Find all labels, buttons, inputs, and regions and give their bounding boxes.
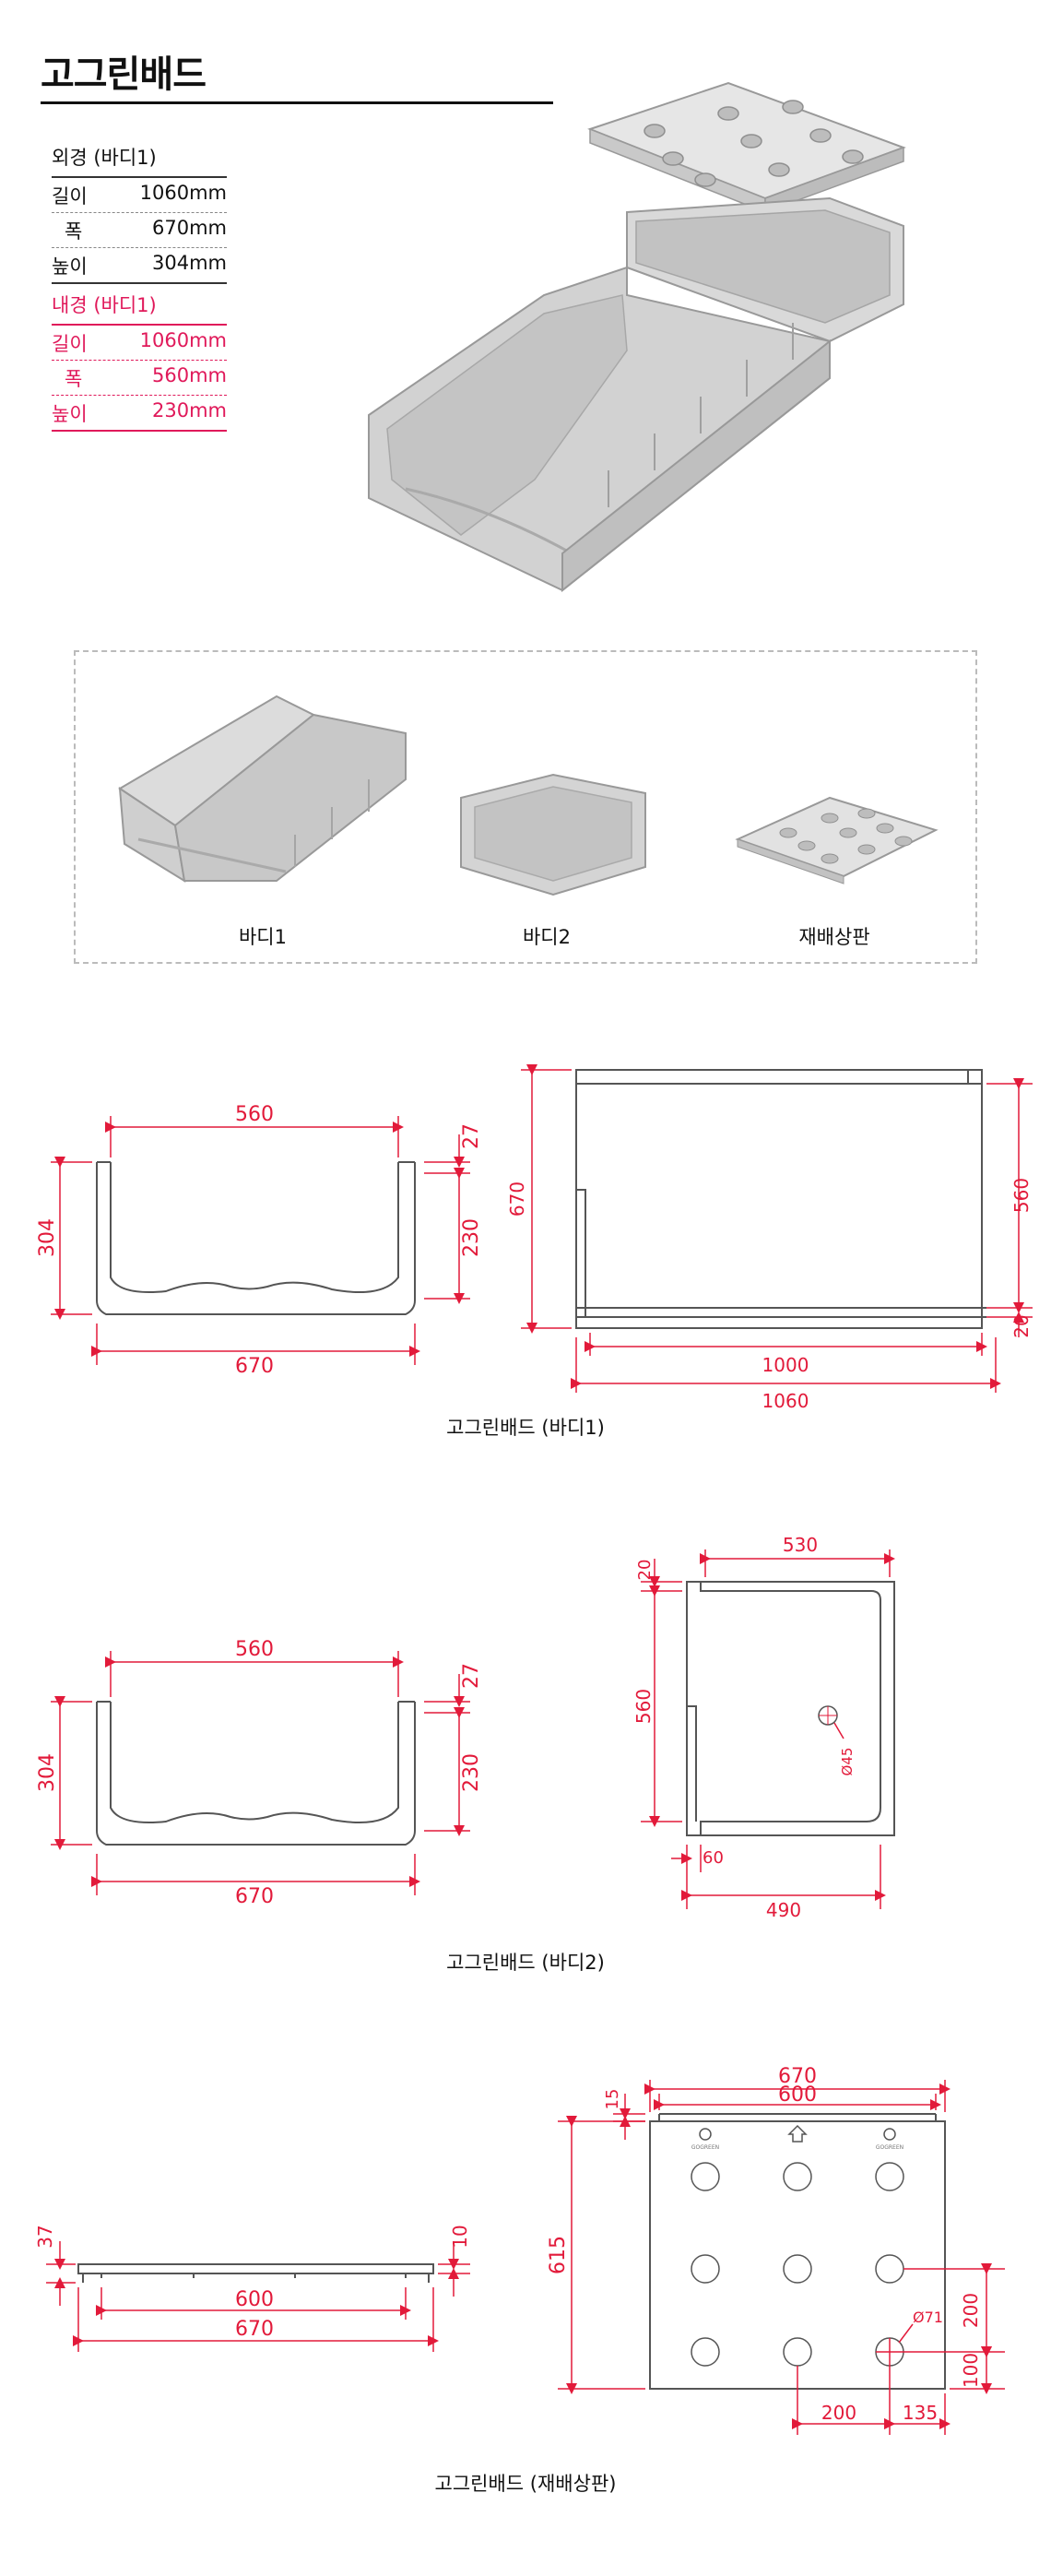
dim-outer-width: 670 bbox=[235, 1885, 274, 1908]
dim-lip: 10 bbox=[449, 2225, 471, 2248]
dim-outer: 670 bbox=[778, 2065, 817, 2088]
dim-offset: 20 bbox=[1010, 1314, 1033, 1337]
dim-top: 20 bbox=[635, 1560, 655, 1581]
dim-outer-width: 670 bbox=[235, 1355, 274, 1378]
part-label-body1: 바디1 bbox=[238, 926, 287, 948]
title-rule bbox=[41, 101, 553, 104]
dim-width: 670 bbox=[507, 1181, 528, 1217]
cover-caption: 고그린배드 (재배상판) bbox=[434, 2473, 617, 2495]
dim-rim: 27 bbox=[460, 1123, 483, 1149]
dim-hole: Ø71 bbox=[913, 2309, 943, 2326]
dim-hole: Ø45 bbox=[839, 1748, 856, 1776]
dim-length: 1060 bbox=[762, 1390, 809, 1412]
dim-inner: 600 bbox=[778, 2083, 817, 2107]
dim-width: 530 bbox=[783, 1534, 818, 1556]
dim-inner-height: 230 bbox=[460, 1753, 483, 1792]
part-body2-illustration bbox=[460, 773, 646, 896]
parts-overview-box bbox=[74, 650, 977, 964]
dim-side: 560 bbox=[632, 1689, 655, 1724]
dim-length-inner: 1000 bbox=[762, 1354, 809, 1376]
dim-inner-width: 560 bbox=[1010, 1178, 1033, 1213]
body1-section-drawing: 560 670 304 230 27 bbox=[36, 1103, 483, 1378]
dim-bottom: 490 bbox=[766, 1899, 801, 1918]
dim-length: 615 bbox=[547, 2236, 570, 2274]
page-title: 고그린배드 bbox=[41, 53, 207, 96]
body1-caption: 고그린배드 (바디1) bbox=[446, 1417, 605, 1439]
part-label-cover: 재배상판 bbox=[798, 926, 870, 948]
dim-spacing-v: 200 bbox=[960, 2293, 982, 2328]
dim-top: 15 bbox=[603, 2089, 622, 2110]
part-body1-illustration bbox=[118, 694, 407, 884]
dim-edge-h: 135 bbox=[903, 2402, 938, 2424]
logo-left: GOGREEN bbox=[691, 2144, 719, 2151]
part-cover-illustration bbox=[735, 796, 939, 884]
body2-section-drawing: 560 670 304 230 27 bbox=[36, 1638, 483, 1908]
dim-height: 304 bbox=[36, 1218, 59, 1257]
dim-inner-height: 230 bbox=[460, 1218, 483, 1257]
cover-plan-drawing: GOGREEN GOGREEN 670 600 15 615 200 100 2… bbox=[547, 2065, 1005, 2435]
dim-flange: 60 bbox=[703, 1848, 724, 1868]
logo-right: GOGREEN bbox=[876, 2144, 903, 2151]
body1-plan-drawing: 670 560 20 1000 1060 bbox=[507, 1064, 1033, 1412]
dim-inner-width: 560 bbox=[235, 1103, 274, 1126]
dim-spacing-h: 200 bbox=[821, 2402, 856, 2424]
inner-spec-heading: 내경 (바디1) bbox=[52, 291, 227, 326]
hero-bed-illustration bbox=[368, 81, 906, 593]
dim-inner-width: 560 bbox=[235, 1638, 274, 1661]
outer-spec-heading: 외경 (바디1) bbox=[52, 143, 227, 178]
part-label-body2: 바디2 bbox=[522, 926, 571, 948]
dim-outer: 670 bbox=[235, 2318, 274, 2341]
dim-height: 304 bbox=[36, 1753, 59, 1792]
cover-section-drawing: 37 10 600 670 bbox=[34, 2225, 471, 2352]
body2-plan-drawing: 530 20 560 Ø45 60 490 bbox=[632, 1534, 895, 1918]
dim-inner: 600 bbox=[235, 2288, 274, 2311]
body2-caption: 고그린배드 (바디2) bbox=[446, 1952, 605, 1974]
dim-height: 37 bbox=[34, 2225, 56, 2248]
dim-rim: 27 bbox=[460, 1663, 483, 1689]
dim-edge-v: 100 bbox=[960, 2353, 982, 2388]
